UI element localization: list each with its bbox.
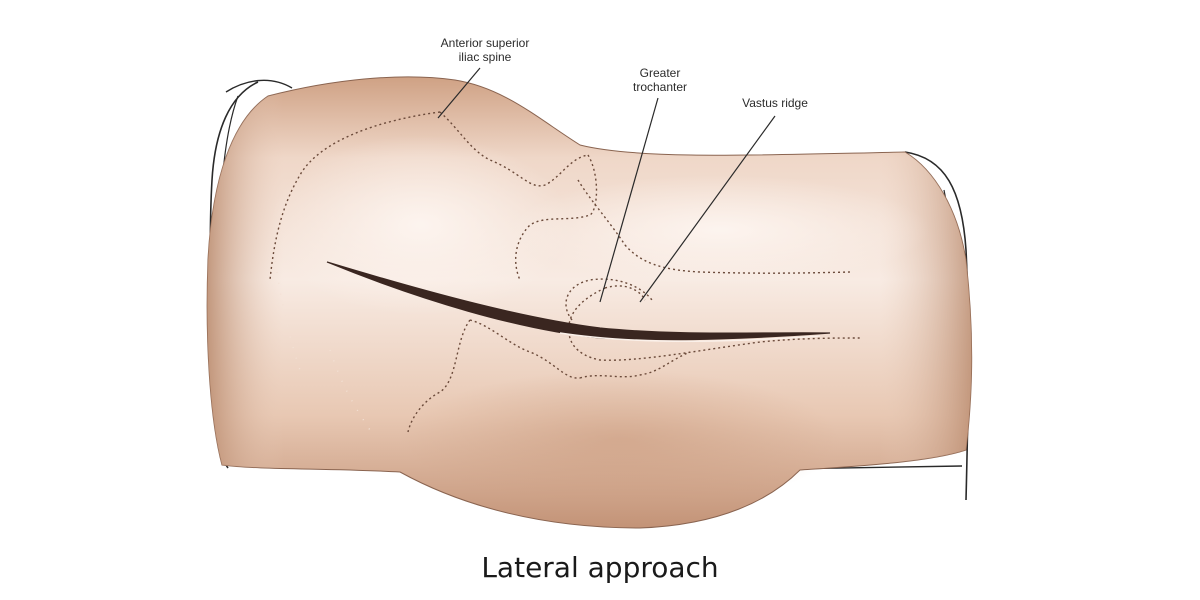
thigh-highlight xyxy=(510,175,930,285)
label-gt-line2: trochanter xyxy=(632,80,688,94)
label-asis-line2: iliac spine xyxy=(458,50,512,64)
femoral-head-outline xyxy=(514,154,626,281)
label-vastus-ridge: Vastus ridge xyxy=(720,96,830,110)
femur-outline xyxy=(568,244,861,361)
buttock-shade xyxy=(400,370,840,510)
leader-vastus-ridge xyxy=(639,115,776,303)
label-anterior-superior-iliac-spine: Anterior superior iliac spine xyxy=(415,36,555,64)
label-gt-line1: Greater xyxy=(639,66,681,80)
posterior-pelvis-outline xyxy=(407,319,691,433)
iliac-crest-outline xyxy=(269,111,589,281)
hip-highlight xyxy=(270,135,570,315)
left-drape-top xyxy=(225,79,293,93)
leader-asis xyxy=(437,67,481,119)
label-asis-line1: Anterior superior xyxy=(440,36,530,50)
leader-greater-trochanter xyxy=(599,97,659,303)
incision xyxy=(326,261,831,341)
figure-caption: Lateral approach xyxy=(481,551,719,584)
label-greater-trochanter: Greater trochanter xyxy=(590,66,730,94)
incision-highlight xyxy=(559,332,821,343)
label-vastus-ridge-text: Vastus ridge xyxy=(742,96,808,110)
greater-trochanter-outline xyxy=(565,278,653,321)
